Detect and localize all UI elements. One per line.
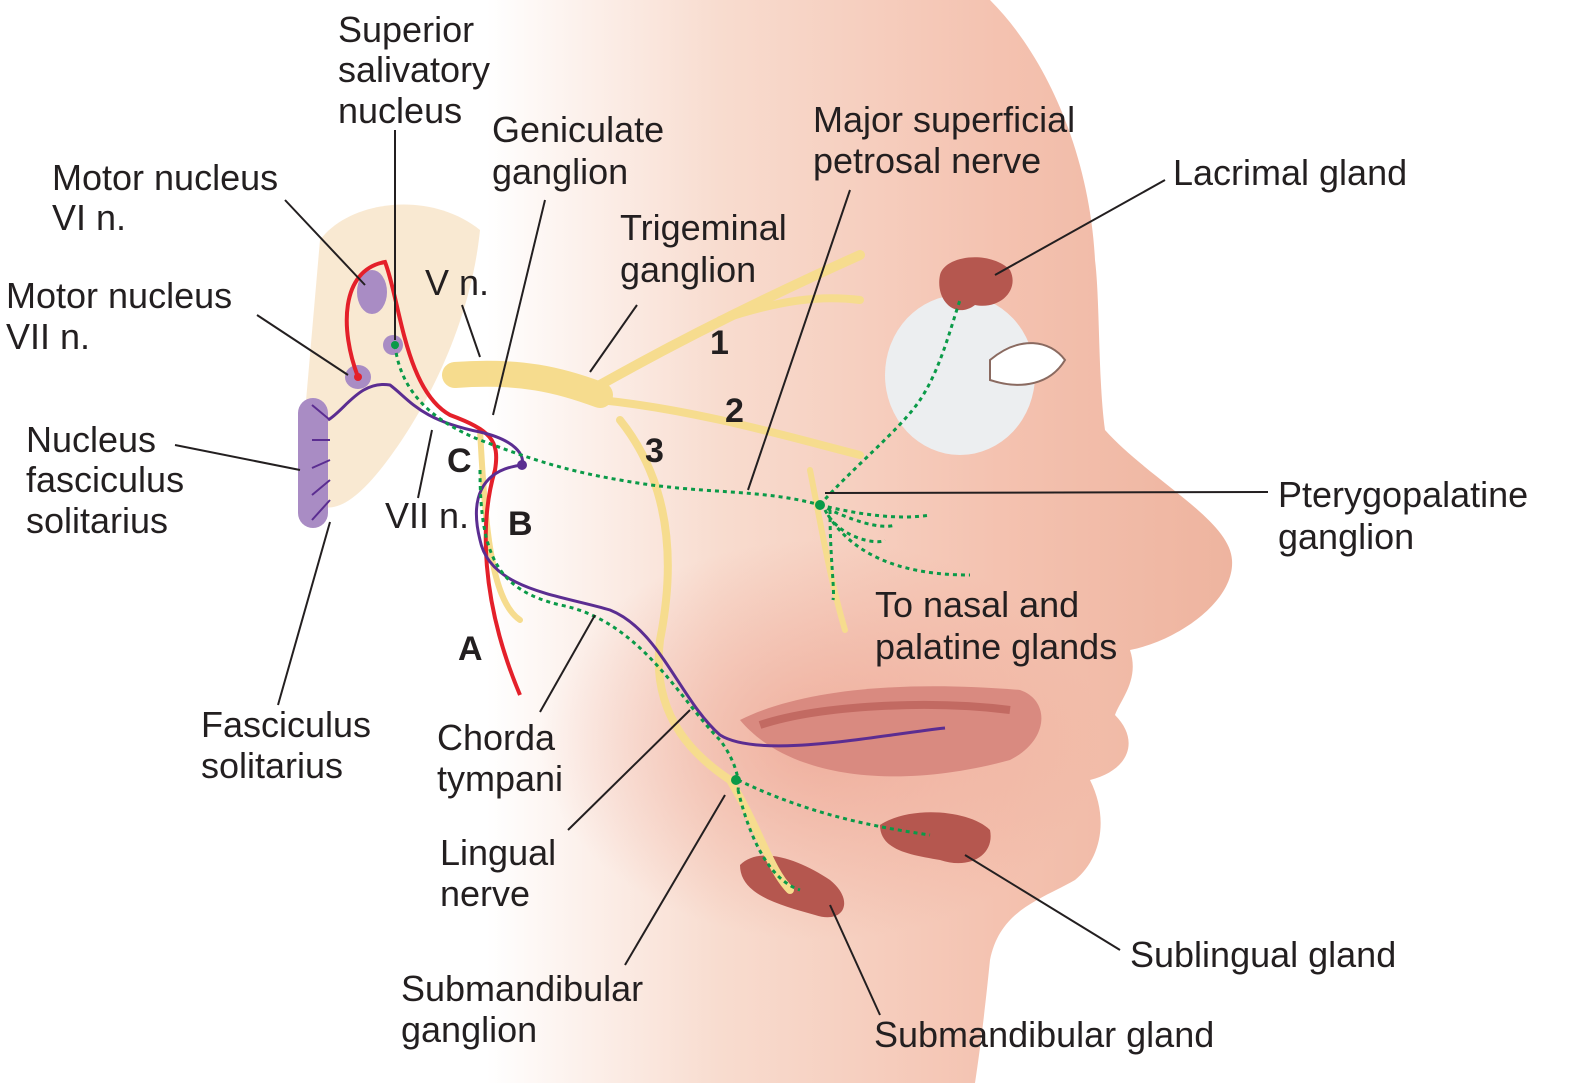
sublingual-gland (880, 812, 991, 864)
label-submandibular-gland: Submandibular gland (874, 1014, 1214, 1055)
label-geniculate-ganglion: Geniculate ganglion (492, 109, 674, 192)
sensory-fiber (327, 382, 946, 748)
lacrimal-gland (939, 257, 1013, 311)
label-superior-salivatory-nucleus: Superior salivatory nucleus (338, 9, 500, 131)
label-pterygopalatine-ganglion: Pterygopalatine ganglion (1278, 474, 1538, 557)
motor-nucleus-vi (357, 270, 387, 314)
marker-1: 1 (710, 324, 729, 362)
label-trigeminal-ganglion: Trigeminal ganglion (620, 207, 797, 290)
label-fasciculus-solitarius: Fasciculus solitarius (201, 704, 381, 786)
label-lacrimal-gland: Lacrimal gland (1173, 152, 1407, 193)
leader-lines (174, 130, 1269, 1016)
parasympathetic-fibers (391, 299, 971, 892)
label-major-superficial-petrosal-nerve: Major superficial petrosal nerve (813, 99, 1085, 181)
motor-fiber (344, 259, 522, 696)
marker-c: C (447, 442, 472, 480)
marker-3: 3 (645, 432, 664, 470)
label-lingual-nerve: Lingual nerve (440, 832, 566, 914)
label-sublingual-gland: Sublingual gland (1130, 934, 1396, 975)
label-motor-nucleus-vi: Motor nucleus VI n. (52, 157, 288, 238)
label-v-nerve: V n. (425, 262, 489, 303)
eye (885, 295, 1035, 455)
label-motor-nucleus-vii: Motor nucleus VII n. (6, 275, 242, 357)
label-chorda-tympani: Chorda tympani (437, 717, 565, 799)
nucleus-fasciculus-solitarius (298, 398, 328, 528)
label-submandibular-ganglion: Submandibular ganglion (401, 968, 653, 1050)
marker-2: 2 (725, 392, 744, 430)
label-vii-nerve: VII n. (385, 495, 469, 536)
marker-b: B (508, 505, 533, 543)
marker-a: A (458, 630, 483, 668)
label-nucleus-fasciculus-solitarius: Nucleus fasciculus solitarius (26, 419, 194, 541)
label-nasal-palatine-glands: To nasal and palatine glands (875, 584, 1117, 667)
